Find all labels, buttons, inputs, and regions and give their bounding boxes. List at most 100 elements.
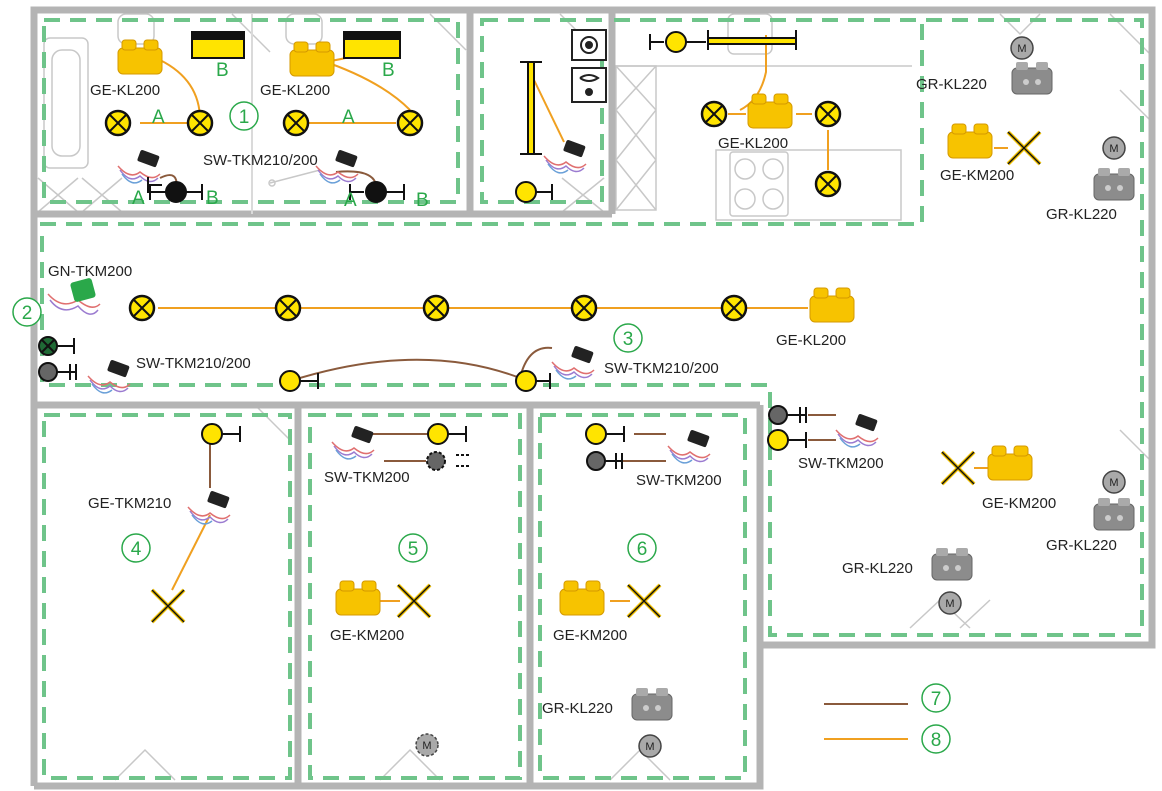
actuator-module-icon <box>559 580 605 616</box>
zone-number-badge <box>229 101 259 131</box>
ceiling-lamp-icon <box>814 170 842 198</box>
ceiling-lamp-icon <box>570 294 598 322</box>
gray-actuator-icon <box>1093 497 1135 531</box>
wireless-transmitter-icon <box>551 344 595 380</box>
zone-number-badge <box>398 533 428 563</box>
zone-number: 8 <box>931 730 942 751</box>
push-button-icon <box>515 370 551 392</box>
push-button-icon <box>38 336 75 356</box>
ge-km200-label: GE-KM200 <box>553 627 627 644</box>
ceiling-lamp-icon <box>104 109 132 137</box>
gn-tkm200-label: GN-TKM200 <box>48 263 132 280</box>
gr-kl220-label: GR-KL220 <box>842 560 913 577</box>
ge-kl200-label: GE-KL200 <box>260 82 330 99</box>
motor-label: M <box>645 741 654 753</box>
channel-label: A <box>342 107 355 128</box>
sw-tkm200-label: SW-TKM200 <box>636 472 722 489</box>
ceiling-lamp-icon <box>186 109 214 137</box>
channel-label: B <box>206 188 219 209</box>
wireless-transmitter-icon <box>543 138 587 174</box>
wireless-transmitter-icon <box>315 148 359 184</box>
push-buttons <box>38 31 807 471</box>
wireless-transmitter-icon <box>117 148 161 184</box>
zone-number: 1 <box>239 107 250 128</box>
blind-motor-icon: M <box>938 591 962 615</box>
zone-number-text: 1 2 3 4 5 6 7 8 <box>22 107 942 751</box>
motor-label: M <box>945 598 954 610</box>
channel-label: B <box>216 60 229 81</box>
blind-motor-icon: M <box>1102 470 1126 494</box>
ge-km200-label: GE-KM200 <box>982 495 1056 512</box>
zone-number: 5 <box>408 539 419 560</box>
actuator-module-icon <box>747 93 793 129</box>
motors: M M M M M M <box>415 36 1126 758</box>
device-labels: GE-KL200 GE-KL200 GE-KL200 GE-KL200 SW-T… <box>48 76 1117 717</box>
ge-kl200-label: GE-KL200 <box>776 332 846 349</box>
push-button-icon <box>649 31 706 53</box>
led-strip-icon <box>520 30 797 155</box>
motor-label: M <box>1109 477 1118 489</box>
zone-number-badge <box>921 724 951 754</box>
led-strip-icon <box>191 31 401 59</box>
channel-label: A <box>344 190 357 211</box>
zone-number: 2 <box>22 303 33 324</box>
wireless-transmitter-icon <box>835 412 879 448</box>
ceiling-lamp-icon <box>128 294 156 322</box>
push-button-icon <box>585 423 625 445</box>
wireless-transmitter-icon <box>331 424 375 460</box>
zone-number: 3 <box>623 329 634 350</box>
push-button-icon <box>426 451 470 471</box>
ge-kl200-label: GE-KL200 <box>90 82 160 99</box>
actuator-module-icon <box>335 580 381 616</box>
zone-number-badge <box>627 533 657 563</box>
gray-actuator-icon <box>1093 167 1135 201</box>
bathtub-inner <box>51 49 81 157</box>
ceiling-lamp-icon <box>422 294 450 322</box>
motor-label: M <box>1017 43 1026 55</box>
push-button-icon <box>515 181 553 203</box>
zone-numbers <box>12 101 951 754</box>
blind-motor-icon: M <box>1010 36 1034 60</box>
ceiling-lamp-icon <box>274 294 302 322</box>
ge-kl200-label: GE-KL200 <box>718 135 788 152</box>
sink <box>727 13 773 55</box>
channel-label: B <box>416 190 429 211</box>
socket-icon <box>571 29 607 103</box>
blind-motor-icon: M <box>1102 136 1126 160</box>
push-button-icon <box>586 451 623 471</box>
zone-number-badge <box>12 297 42 327</box>
channel-label: A <box>132 188 145 209</box>
ge-km200-label: GE-KM200 <box>330 627 404 644</box>
walls <box>30 6 1156 790</box>
actuator-module-icon <box>947 123 993 159</box>
channel-labels: B B A A A B A B <box>132 60 429 211</box>
ceiling-lamp-icon <box>396 109 424 137</box>
push-button-icon <box>767 429 807 451</box>
cross-fixture-icon <box>150 588 186 624</box>
ge-km200-label: GE-KM200 <box>940 167 1014 184</box>
ceiling-lamp-icon <box>282 109 310 137</box>
actuators <box>117 39 1135 721</box>
zone-number-badge <box>613 323 643 353</box>
push-button-icon <box>349 181 405 203</box>
zone-number-badge <box>921 683 951 713</box>
green-transmitter-icon <box>47 278 101 315</box>
zone-number: 7 <box>931 689 942 710</box>
actuator-module-icon <box>289 41 335 77</box>
gr-kl220-label: GR-KL220 <box>1046 537 1117 554</box>
wires-brown <box>159 170 908 705</box>
actuator-module-icon <box>809 287 855 323</box>
gr-kl220-label: GR-KL220 <box>1046 206 1117 223</box>
blind-motor-icon: M <box>638 734 662 758</box>
cross-fixture-icon <box>1006 130 1042 166</box>
zones <box>40 18 1144 780</box>
wireless-transmitter-icon <box>87 358 131 394</box>
push-button-icon <box>768 405 807 425</box>
motor-label: M <box>422 740 431 752</box>
ceiling-lamp-icon <box>700 100 728 128</box>
ceiling-lamp-icon <box>720 294 748 322</box>
channel-label: B <box>382 60 395 81</box>
blind-motor-icon: M <box>415 733 439 757</box>
cross-fixture-icon <box>626 583 662 619</box>
